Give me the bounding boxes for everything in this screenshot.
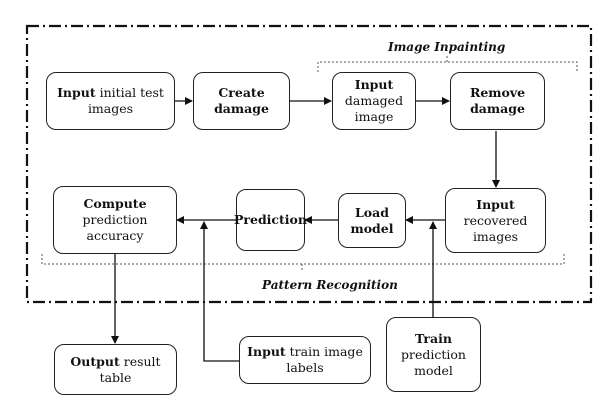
node-text: recovered images <box>463 212 528 244</box>
node-bold-text: Prediction <box>234 212 307 227</box>
image-inpainting-label: Image Inpainting <box>388 40 506 54</box>
create-damage-node: Create damage <box>193 72 290 130</box>
train-prediction-model-node: Train prediction model <box>386 317 481 392</box>
node-text: result table <box>99 353 161 385</box>
compute-prediction-accuracy-node: Compute prediction accuracy <box>53 186 177 254</box>
pattern-recognition-bracket <box>41 254 565 272</box>
image-inpainting-bracket <box>317 56 578 72</box>
node-text: train image labels <box>285 344 363 375</box>
node-bold-text: Compute <box>83 196 147 211</box>
remove-damage-node: Remove damage <box>450 72 545 130</box>
prediction-node: Prediction <box>234 189 307 251</box>
input-damaged-image-node: Input damaged image <box>332 72 416 130</box>
node-bold-text: Remove damage <box>469 85 526 116</box>
arrow-labels-to-prediction <box>200 221 239 362</box>
node-bold-text: Output <box>70 353 120 369</box>
node-bold-text: Train <box>415 330 452 346</box>
system-boundary <box>25 24 593 304</box>
node-bold-text: Input <box>476 196 515 212</box>
node-text: initial test images <box>87 85 164 116</box>
output-result-table-node: Output result table <box>54 344 177 395</box>
node-text: damaged image <box>344 93 404 124</box>
load-model-node: Load model <box>338 193 406 248</box>
node-text: prediction model <box>401 346 466 378</box>
node-bold-text: Create damage <box>214 85 269 116</box>
node-text: prediction accuracy <box>82 212 148 243</box>
input-recovered-images-node: Input recovered images <box>445 188 546 253</box>
node-bold-text: Load model <box>350 204 394 236</box>
node-bold-text: Input <box>354 77 394 92</box>
pattern-recognition-label: Pattern Recognition <box>262 278 398 292</box>
input-initial-test-images-node: Input initial test images <box>46 72 175 130</box>
input-train-image-labels-node: Input train image labels <box>239 336 371 384</box>
node-bold-text: Input <box>57 85 96 100</box>
node-bold-text: Input <box>247 344 286 359</box>
